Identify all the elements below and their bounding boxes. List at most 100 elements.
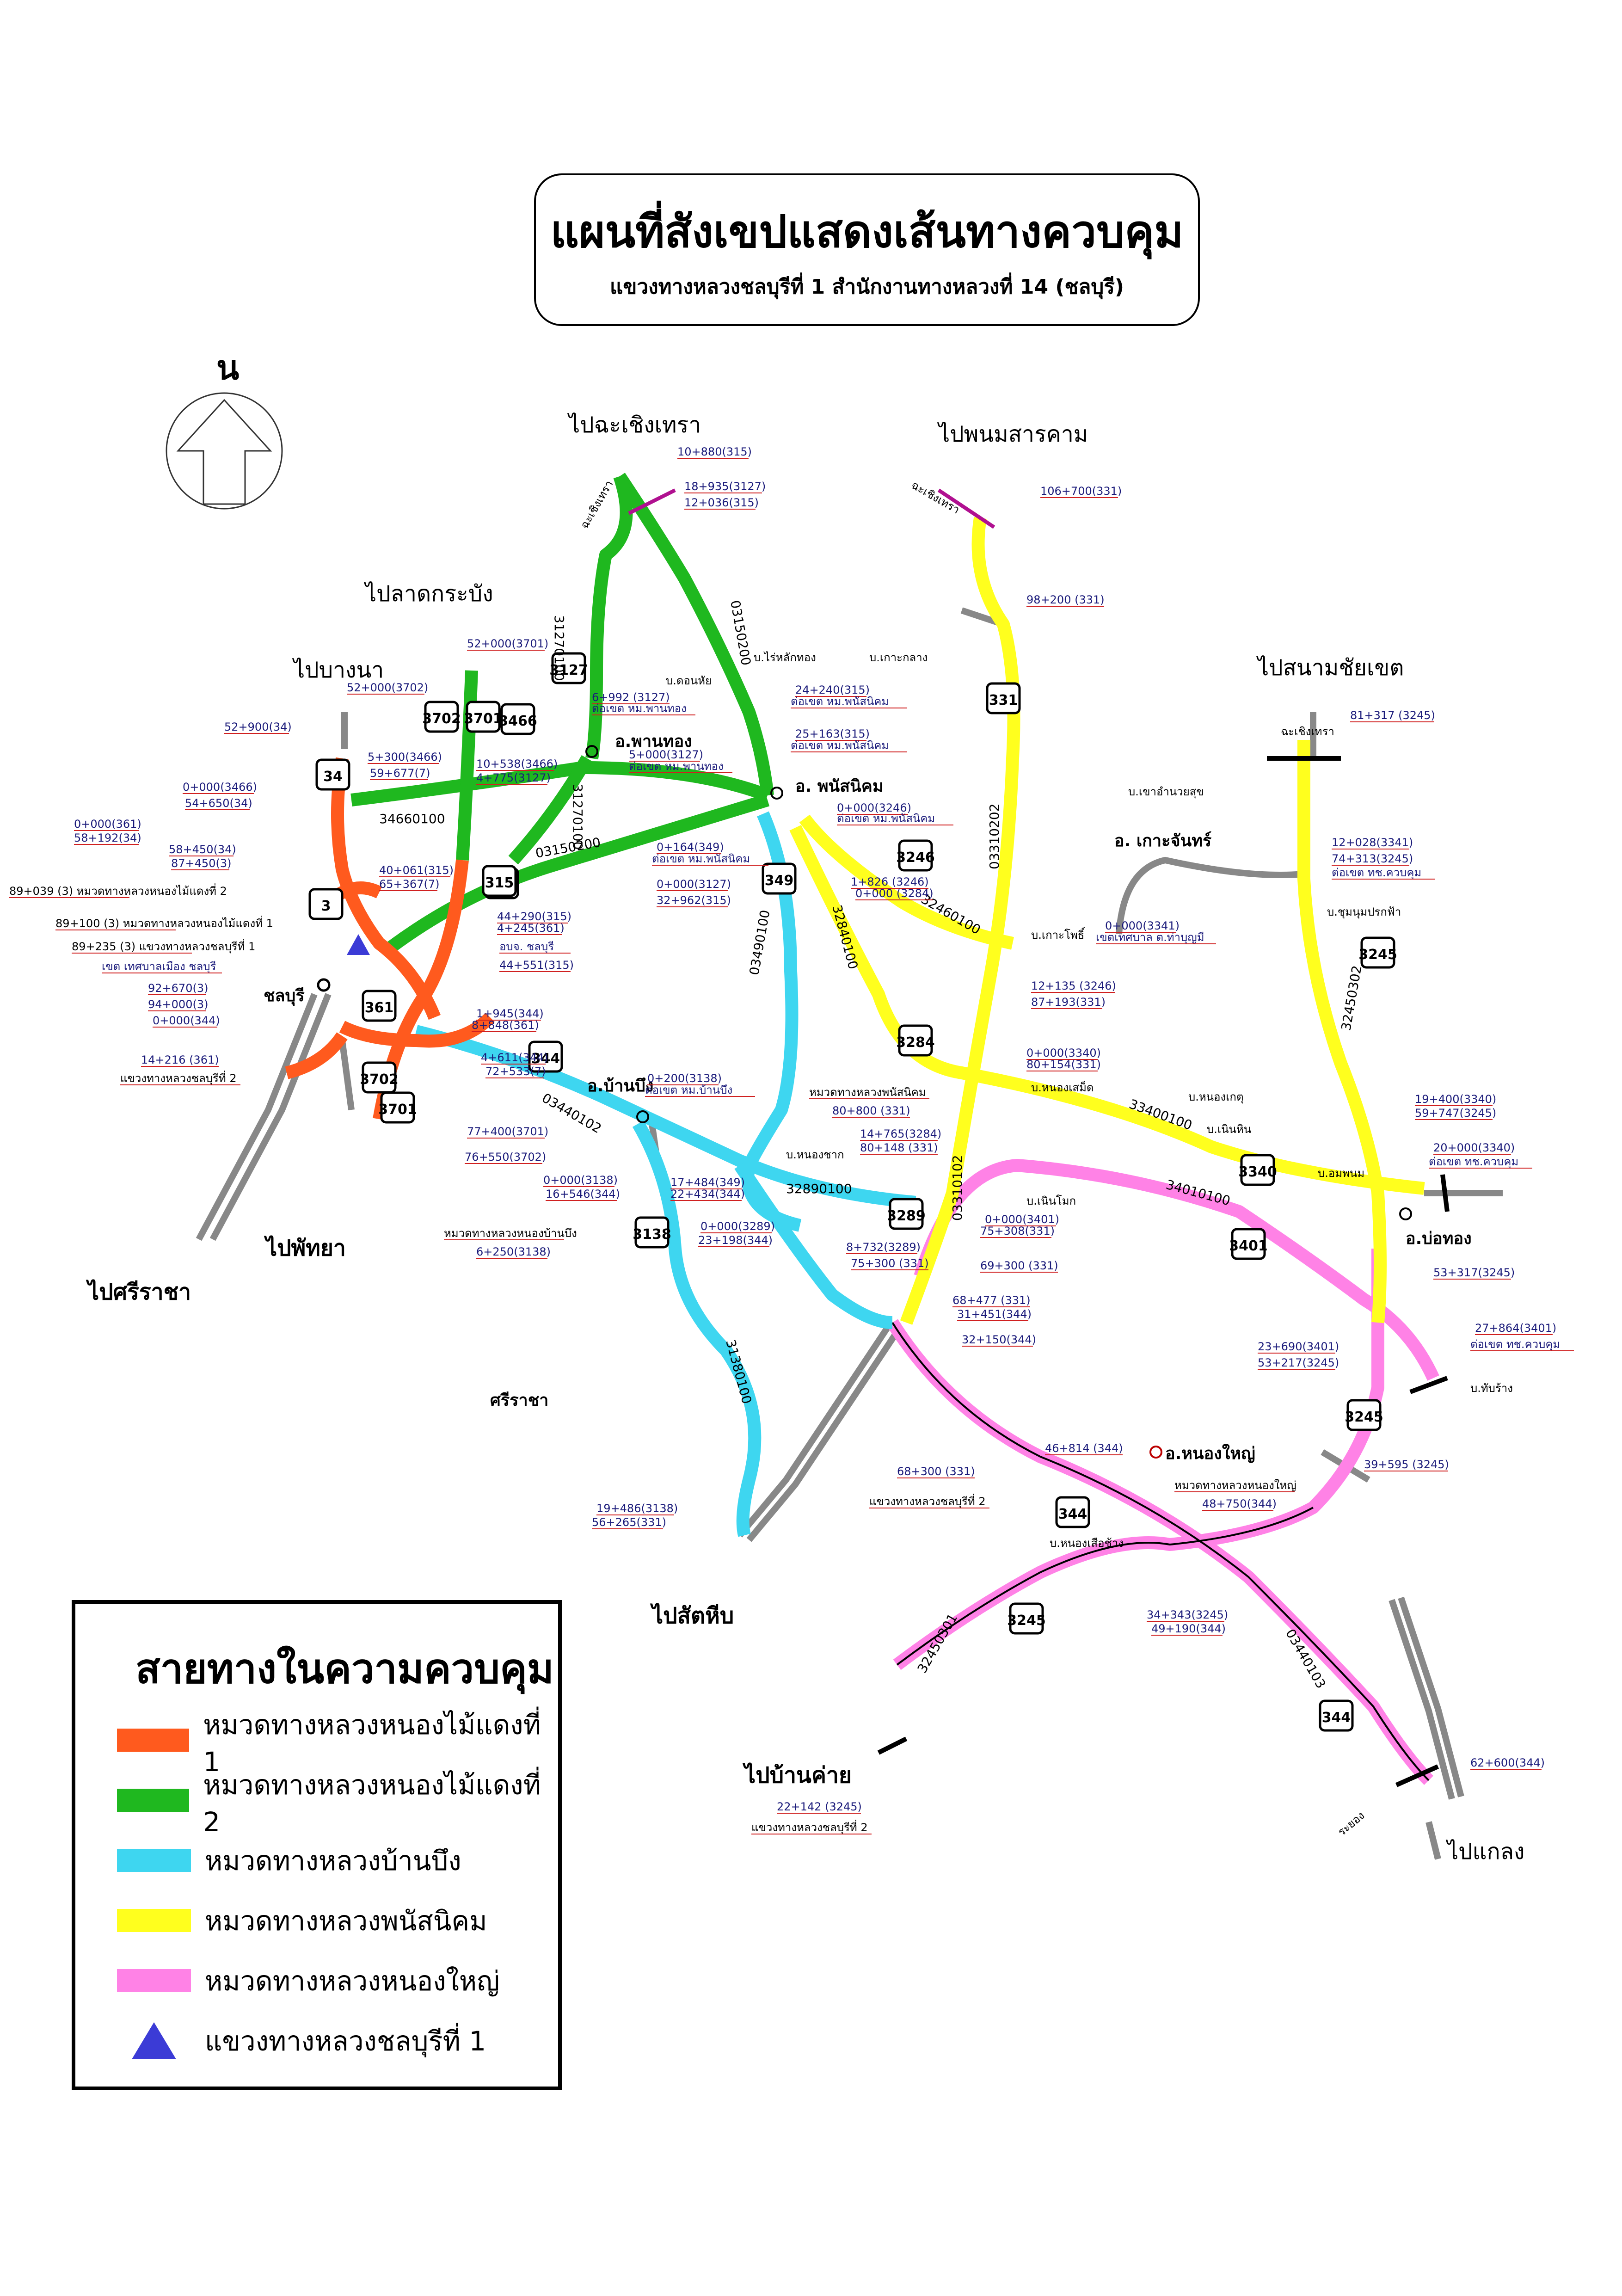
route-shield-icon: 344 xyxy=(1055,1496,1090,1528)
km-marker-label: ต่อเขต ทช.ควบคุม xyxy=(1429,1155,1518,1169)
km-marker-label: 34+343(3245) xyxy=(1147,1608,1228,1621)
km-marker-label: 10+538(3466) xyxy=(476,757,558,770)
km-marker-label: 22+142 (3245) xyxy=(777,1800,862,1813)
km-marker-label: ต่อเขต หม.พนัสนิคม xyxy=(837,812,935,825)
svg-text:3127: 3127 xyxy=(549,662,588,678)
km-marker-label: 8+848(361) xyxy=(472,1019,539,1032)
control-number-label: 03310102 xyxy=(950,1155,965,1221)
svg-text:3702: 3702 xyxy=(422,711,461,727)
km-marker-label: 92+670(3) xyxy=(148,982,208,995)
svg-text:34: 34 xyxy=(323,769,343,785)
place-nong-chak: บ.หนองชาก xyxy=(786,1148,844,1161)
route-shield-icon: 3245 xyxy=(1007,1602,1046,1635)
km-marker-label: 72+533(7) xyxy=(485,1065,546,1078)
km-marker-label: 12+028(3341) xyxy=(1332,836,1413,849)
route-shield-icon: 3245 xyxy=(1345,1399,1383,1431)
km-marker-label: ต่อเขต ทช.ควบคุม xyxy=(1470,1338,1560,1351)
route-phanatnikhom xyxy=(789,517,1425,1325)
legend-item-banbueng: หมวดทางหลวงบ้านบึง xyxy=(117,1840,461,1881)
km-marker-label: ต่อเขต หม.พานทอง xyxy=(629,760,724,773)
route-shield-icon: 331 xyxy=(986,682,1021,714)
control-number-label: 31270100 xyxy=(552,615,567,681)
place-chachoengsao-sign1: ฉะเชิงเทรา xyxy=(578,478,615,531)
legend-label: หมวดทางหลวงพนัสนิคม xyxy=(205,1905,487,1937)
place-nong-suea-chang: บ.หนองเสือช้าง xyxy=(1050,1537,1124,1550)
place-phanat-nikhom: อ. พนัสนิคม xyxy=(795,777,884,796)
route-shield-icon: 3701 xyxy=(378,1091,417,1124)
north-label: น xyxy=(216,348,239,387)
legend-label: หมวดทางหลวงหนองไม้แดงที่ 1 xyxy=(203,1709,541,1778)
route-shield-icon: 3246 xyxy=(896,839,935,872)
svg-text:349: 349 xyxy=(765,873,794,889)
km-marker-label: 74+313(3245) xyxy=(1332,852,1413,865)
km-marker-label: 23+198(344) xyxy=(698,1234,773,1247)
km-marker-label: 75+308(331) xyxy=(980,1225,1055,1237)
svg-text:3702: 3702 xyxy=(360,1071,399,1088)
km-marker-label: 0+000(361) xyxy=(74,818,141,831)
control-number-label: 32450302 xyxy=(1338,964,1364,1032)
legend-item-office: แขวงทางหลวงชลบุรีที่ 1 xyxy=(117,2020,486,2062)
km-marker-label: 87+450(3) xyxy=(171,857,231,870)
place-noen-hin: บ.เนินหิน xyxy=(1207,1123,1251,1136)
km-marker-label: 8+732(3289) xyxy=(846,1241,921,1254)
km-marker-label: 18+935(3127) xyxy=(684,480,766,493)
legend-item-nongmaidaeng1: หมวดทางหลวงหนองไม้แดงที่ 1 xyxy=(117,1709,558,1778)
km-marker-label: 0+000(3341) xyxy=(1105,919,1180,932)
km-marker-label: 19+486(3138) xyxy=(596,1502,678,1515)
km-marker-label: เขตเทศบาล ต.ท่าบุญมี xyxy=(1096,931,1204,944)
route-shield-icon: 3466 xyxy=(498,703,537,735)
km-marker-label: 80+148 (331) xyxy=(860,1141,938,1154)
place-ko-chan: อ. เกาะจันทร์ xyxy=(1114,831,1212,850)
route-shield-icon: 315 xyxy=(482,865,517,897)
km-marker-label: 10+880(315) xyxy=(677,445,752,458)
km-marker-label: 23+690(3401) xyxy=(1258,1340,1339,1353)
km-marker-label: 56+265(331) xyxy=(592,1516,666,1529)
north-arrow-icon xyxy=(166,392,283,510)
place-ban-bueng: อ.บ้านบึง xyxy=(587,1077,653,1096)
km-marker-label: แขวงทางหลวงชลบุรีที่ 2 xyxy=(869,1494,986,1508)
km-marker-label: ต่อเขต ทช.ควบคุม xyxy=(1332,866,1421,880)
svg-text:344: 344 xyxy=(1322,1710,1351,1726)
dest-sanam-chai-khet: ไปสนามชัยเขต xyxy=(1256,655,1404,681)
route-shield-icon: 3702 xyxy=(360,1061,399,1094)
km-marker-label: 46+814 (344) xyxy=(1045,1442,1123,1455)
legend-label: หมวดทางหลวงหนองไม้แดงที่ 2 xyxy=(203,1769,541,1838)
place-thap-rang: บ.ทับร้าง xyxy=(1470,1382,1513,1395)
route-shield-icon: 3701 xyxy=(464,701,503,733)
km-marker-label: 4+611(344) xyxy=(481,1051,548,1064)
place-chachoengsao-sign3: ฉะเชิงเทรา xyxy=(1281,725,1334,738)
page-subtitle: แขวงทางหลวงชลบุรีที่ 1 สำนักงานทางหลวงที… xyxy=(609,275,1124,299)
svg-text:361: 361 xyxy=(365,1000,394,1016)
km-marker-label: 48+750(344) xyxy=(1202,1497,1277,1510)
km-marker-label: 20+000(3340) xyxy=(1433,1141,1515,1154)
km-marker-label: 24+240(315) xyxy=(795,683,870,696)
legend-swatch xyxy=(117,1909,191,1932)
svg-text:315: 315 xyxy=(485,875,514,891)
legend-label: แขวงทางหลวงชลบุรีที่ 1 xyxy=(205,2025,486,2057)
route-nongmaidaeng1 xyxy=(285,757,495,1120)
route-shield-icon: 3245 xyxy=(1358,936,1397,969)
route-shield-icon: 3702 xyxy=(422,701,461,733)
svg-text:344: 344 xyxy=(1058,1506,1087,1522)
km-marker-label: 59+677(7) xyxy=(370,767,430,780)
km-marker-label: 49+190(344) xyxy=(1151,1622,1226,1635)
legend-swatch xyxy=(117,1789,190,1812)
legend-label: หมวดทางหลวงหนองใหญ่ xyxy=(205,1965,500,1997)
legend-item-nongmaidaeng2: หมวดทางหลวงหนองไม้แดงที่ 2 xyxy=(117,1769,558,1838)
km-marker-label: แขวงทางหลวงชลบุรีที่ 2 xyxy=(751,1820,868,1834)
control-number-label: 03150200 xyxy=(727,599,754,666)
legend-item-nongyai: หมวดทางหลวงหนองใหญ่ xyxy=(117,1960,500,2001)
place-chachoengsao-sign2: ฉะเชิงเทรา xyxy=(909,479,962,517)
svg-text:3289: 3289 xyxy=(887,1208,926,1224)
km-marker-label: 106+700(331) xyxy=(1040,485,1122,498)
legend-swatch xyxy=(117,1729,190,1752)
place-ko-klang: บ.เกาะกลาง xyxy=(869,651,928,664)
svg-text:3: 3 xyxy=(321,898,331,914)
legend-title: สายทางในความควบคุม xyxy=(135,1645,554,1693)
place-am-phanom: บ.อมพนม xyxy=(1318,1167,1364,1180)
km-marker-label: 1+945(344) xyxy=(476,1007,544,1020)
km-marker-label: 87+193(331) xyxy=(1031,996,1106,1009)
km-marker-label: 52+000(3702) xyxy=(347,681,428,694)
km-marker-label: 19+400(3340) xyxy=(1415,1093,1496,1106)
km-marker-label: ต่อเขต หม.พนัสนิคม xyxy=(652,852,750,865)
